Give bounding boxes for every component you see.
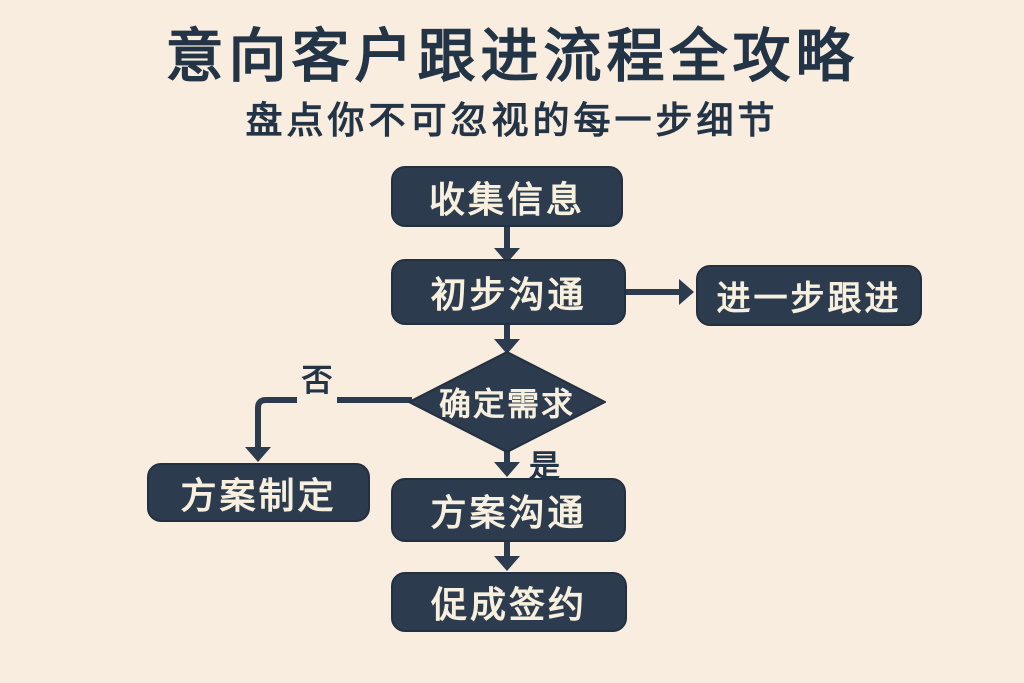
edge-label-yes: 是	[529, 449, 560, 484]
node-initial-communication: 初步沟通	[391, 259, 626, 325]
node-plan-formulation: 方案制定	[147, 463, 370, 522]
node-collect-info: 收集信息	[391, 166, 623, 227]
edge-label-no: 否	[297, 365, 337, 404]
arrow-collect-to-initial	[494, 227, 520, 263]
diamond-shape	[408, 351, 606, 453]
node-plan-communication: 方案沟通	[391, 478, 626, 542]
node-decision-confirm-needs: 确定需求	[407, 351, 607, 453]
arrowhead-down-icon	[494, 248, 520, 263]
page-subtitle: 盘点你不可忽视的每一步细节	[245, 100, 779, 141]
arrowhead-right-icon	[679, 279, 694, 305]
arrow-initial-to-decision	[494, 325, 520, 354]
page-title: 意向客户跟进流程全攻略	[165, 24, 859, 89]
arrowhead-down-icon	[494, 556, 520, 571]
arrow-plan-comm-to-sign	[494, 542, 520, 571]
arrow-initial-to-followup	[626, 279, 694, 305]
decision-label: 确定需求	[438, 386, 575, 422]
arrowhead-down-icon	[494, 462, 520, 477]
node-further-followup: 进一步跟进	[696, 265, 922, 326]
arrowhead-down-icon	[494, 339, 520, 354]
arrow-decision-to-plan-make	[245, 397, 412, 462]
arrowhead-down-icon	[245, 447, 271, 462]
node-close-signing: 促成签约	[391, 572, 627, 632]
arrow-decision-to-plan-comm	[494, 450, 520, 477]
